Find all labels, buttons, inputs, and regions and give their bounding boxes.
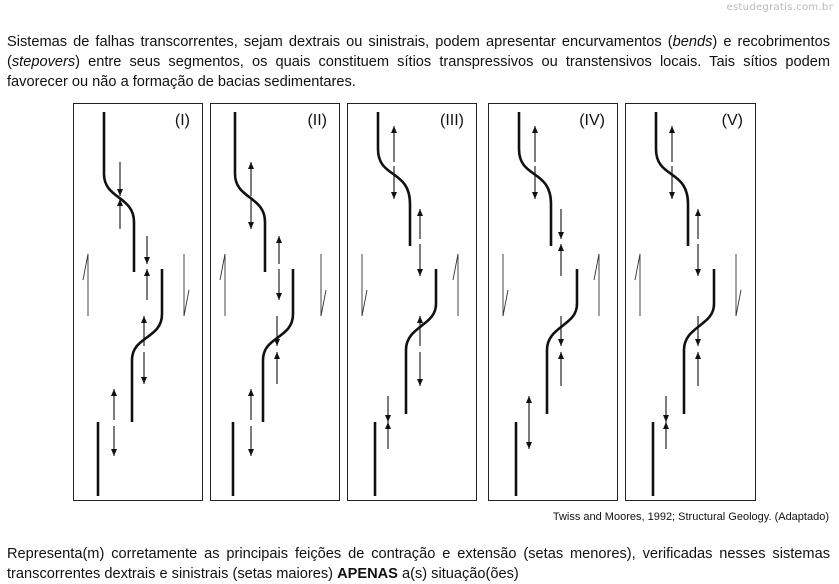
panel-label: (I) (174, 112, 190, 129)
intro-text-1: Sistemas de falhas transcorrentes, sejam… (7, 34, 673, 50)
site-watermark: estudegratis.com.br (726, 2, 833, 13)
intro-paragraph: Sistemas de falhas transcorrentes, sejam… (7, 32, 830, 92)
large-arrow-right-barb (320, 289, 327, 317)
fault-trace (130, 269, 164, 422)
large-arrow-right-barb (183, 289, 190, 317)
small-arrow-head (558, 352, 564, 359)
small-arrow-head (558, 244, 564, 251)
small-arrow-head (669, 126, 675, 133)
fault-trace (102, 112, 136, 272)
small-arrow-head (695, 352, 701, 359)
small-arrow-head (417, 379, 423, 386)
small-arrow-head (417, 316, 423, 323)
small-arrow-head (558, 232, 564, 239)
panel-1: (I) (73, 103, 203, 501)
small-arrow-head (663, 415, 669, 422)
figure-caption: Twiss and Moores, 1992; Structural Geolo… (552, 511, 829, 523)
small-arrow-head (144, 269, 150, 276)
small-arrow-head (141, 377, 147, 384)
small-arrow-head (248, 222, 254, 229)
small-arrow-head (276, 293, 282, 300)
fault-trace (545, 269, 579, 414)
intro-text-3: ) entre seus segmentos, os quais constit… (7, 54, 830, 90)
large-arrow-left-barb (361, 289, 368, 317)
small-arrow-head (695, 269, 701, 276)
panel-label: (II) (307, 112, 327, 129)
small-arrow-head (248, 162, 254, 169)
large-arrow-left-barb (82, 253, 89, 281)
large-arrow-right-barb (452, 253, 459, 281)
question-paragraph: Representa(m) corretamente as principais… (7, 544, 830, 584)
small-arrow-head (695, 209, 701, 216)
small-arrow-head (695, 339, 701, 346)
small-arrow-head (526, 396, 532, 403)
panel-4: (IV) (488, 103, 618, 501)
small-arrow-head (669, 192, 675, 199)
small-arrow-head (558, 339, 564, 346)
small-arrow-head (526, 442, 532, 449)
small-arrow-head (111, 449, 117, 456)
small-arrow-head (391, 192, 397, 199)
small-arrow-head (391, 126, 397, 133)
small-arrow-head (532, 192, 538, 199)
panel-5: (V) (625, 103, 756, 501)
small-arrow-head (417, 209, 423, 216)
question-emphasis: APENAS (337, 566, 398, 582)
fault-trace (404, 269, 438, 414)
term-stepovers: stepovers (11, 54, 76, 70)
small-arrow-head (248, 449, 254, 456)
question-text-1: Representa(m) corretamente as principais… (7, 546, 830, 582)
panel-label: (V) (721, 112, 743, 129)
small-arrow-head (144, 257, 150, 264)
large-arrow-right-barb (735, 289, 742, 317)
term-bends: bends (672, 34, 713, 50)
panel-label: (III) (440, 112, 464, 129)
fault-trace (261, 269, 295, 422)
panel-3: (III) (347, 103, 477, 501)
panel-label: (IV) (579, 112, 605, 129)
small-arrow-head (111, 389, 117, 396)
small-arrow-head (248, 389, 254, 396)
small-arrow-head (663, 422, 669, 429)
small-arrow-head (417, 269, 423, 276)
large-arrow-left-barb (219, 253, 226, 281)
small-arrow-head (532, 126, 538, 133)
small-arrow-head (274, 339, 280, 346)
small-arrow-head (276, 236, 282, 243)
fault-diagram-figure: (I) (II) (III) (IV) (V) (73, 103, 756, 501)
small-arrow-head (385, 415, 391, 422)
large-arrow-left-barb (634, 253, 641, 281)
small-arrow-head (274, 352, 280, 359)
fault-trace (682, 269, 716, 414)
fault-trace (233, 112, 267, 272)
large-arrow-left-barb (502, 289, 509, 317)
intro-text-2: ) e recobrimentos ( (7, 34, 830, 70)
panel-2: (II) (210, 103, 340, 501)
small-arrow-head (117, 189, 123, 196)
small-arrow-head (141, 316, 147, 323)
small-arrow-head (385, 422, 391, 429)
question-text-2: a(s) situação(ões) (397, 566, 519, 582)
small-arrow-head (117, 199, 123, 206)
large-arrow-right-barb (593, 253, 600, 281)
